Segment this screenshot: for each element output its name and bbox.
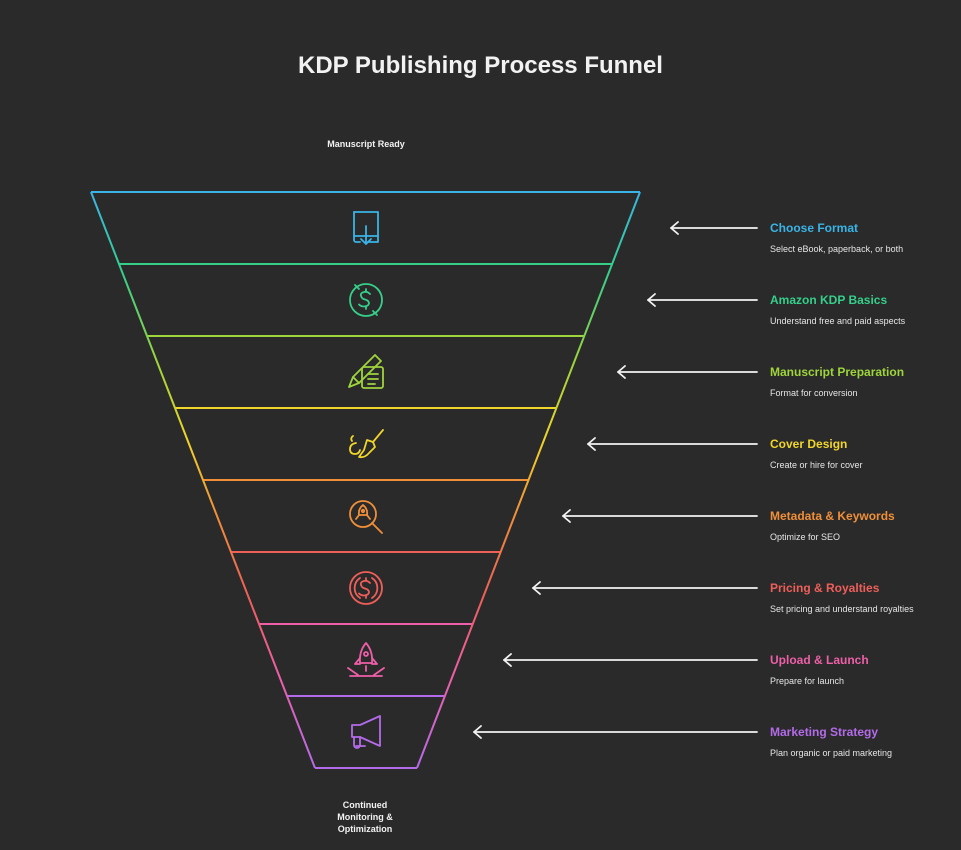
arrow-6	[532, 581, 758, 595]
step-marketing-strategy: Marketing Strategy Plan organic or paid …	[770, 725, 920, 759]
step-description: Prepare for launch	[770, 676, 845, 686]
arrow-1	[670, 221, 758, 235]
arrow-2	[647, 293, 758, 307]
step-manuscript-preparation: Manuscript Preparation Format for conver…	[770, 365, 920, 399]
pencil-document-icon	[348, 354, 384, 389]
megaphone-icon	[351, 715, 381, 749]
funnel-bottom-label: Continued Monitoring & Optimization	[337, 800, 393, 834]
step-cover-design: Cover Design Create or hire for cover	[770, 437, 920, 471]
step-title: Upload & Launch	[770, 653, 869, 667]
step-metadata-keywords: Metadata & Keywords Optimize for SEO	[770, 509, 920, 543]
step-description: Optimize for SEO	[770, 532, 841, 542]
step-title: Metadata & Keywords	[770, 509, 895, 523]
arrow-5	[562, 509, 758, 523]
funnel-top-label: Manuscript Ready	[327, 139, 405, 149]
page-title: KDP Publishing Process Funnel	[298, 52, 663, 79]
book-download-icon	[353, 211, 379, 245]
arrow-3	[617, 365, 758, 379]
step-title: Amazon KDP Basics	[770, 293, 888, 307]
step-title: Manuscript Preparation	[770, 365, 905, 379]
step-pricing-royalties: Pricing & Royalties Set pricing and unde…	[770, 581, 920, 615]
rocket-icon	[347, 642, 385, 677]
step-description: Understand free and paid aspects	[770, 316, 906, 326]
step-title: Cover Design	[770, 437, 848, 451]
funnel-right-edge	[416, 191, 641, 769]
step-choose-format: Choose Format Select eBook, paperback, o…	[770, 221, 920, 255]
step-description: Create or hire for cover	[770, 460, 863, 470]
step-amazon-kdp-basics: Amazon KDP Basics Understand free and pa…	[770, 293, 920, 327]
search-magnifier-icon	[349, 500, 383, 534]
paintbrush-icon	[349, 429, 384, 459]
arrow-7	[503, 653, 758, 667]
step-title: Choose Format	[770, 221, 859, 235]
step-upload-launch: Upload & Launch Prepare for launch	[770, 653, 920, 687]
step-description: Select eBook, paperback, or both	[770, 244, 904, 254]
step-title: Pricing & Royalties	[770, 581, 880, 595]
arrow-4	[587, 437, 758, 451]
arrow-8	[473, 725, 758, 739]
step-description: Plan organic or paid marketing	[770, 748, 893, 758]
step-description: Set pricing and understand royalties	[770, 604, 914, 614]
step-description: Format for conversion	[770, 388, 858, 398]
dollar-refresh-icon	[349, 571, 383, 605]
dollar-circle-icon	[349, 283, 383, 317]
step-title: Marketing Strategy	[770, 725, 879, 739]
funnel-left-edge	[90, 191, 316, 769]
